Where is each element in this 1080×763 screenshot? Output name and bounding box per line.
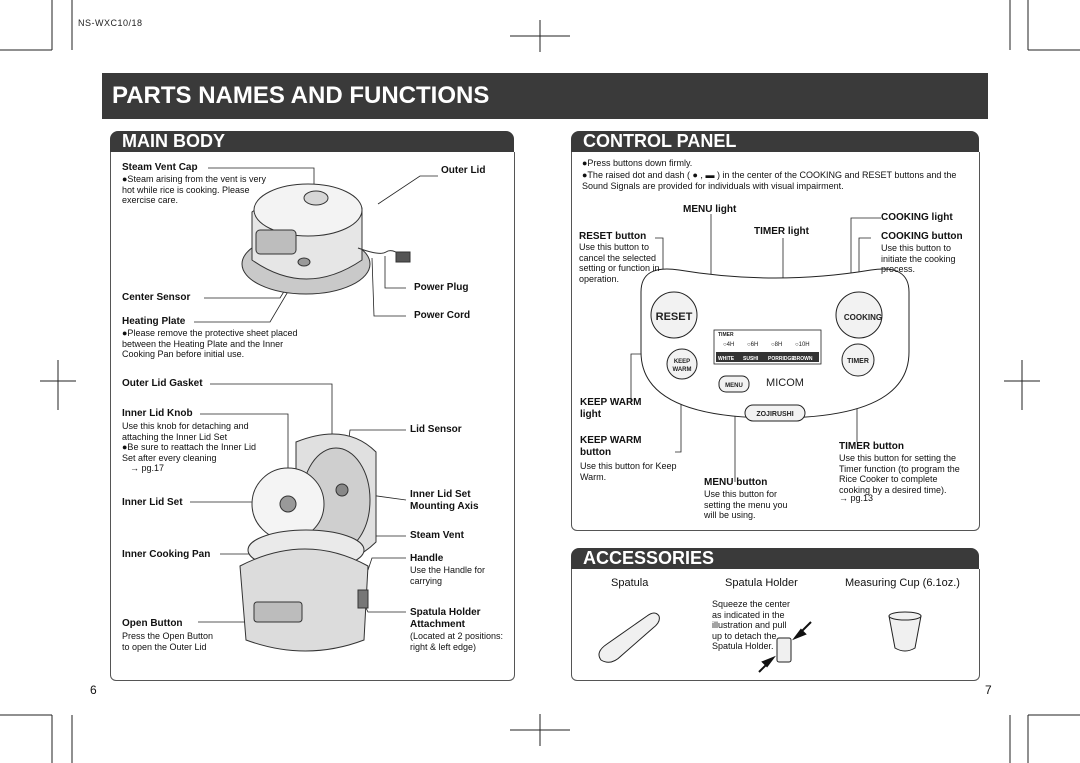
panel-menu-name: BROWN (793, 356, 813, 362)
label-inner-cooking-pan: Inner Cooking Pan (122, 549, 211, 560)
panel-menu-name: WHITE (718, 356, 735, 362)
note-steam-vent-cap: ●Steam arising from the vent is very hot… (122, 174, 266, 205)
panel-warm: WARM (673, 367, 692, 373)
label-outer-lid-gasket: Outer Lid Gasket (122, 378, 203, 389)
label-inner-lid-knob: Inner Lid Knob (122, 408, 193, 419)
label-lid-sensor: Lid Sensor (410, 424, 462, 435)
label-steam-vent: Steam Vent (410, 530, 464, 541)
label-cooking-light: COOKING light (881, 212, 953, 223)
note-cooking-button: Use this button to initiate the cooking … (881, 243, 956, 274)
note-inner-lid-knob: Use this knob for detaching and attachin… (122, 421, 249, 442)
panel-timer-hour: ○10H (795, 342, 810, 348)
panel-cooking: COOKING (844, 313, 882, 322)
model-code: NS-WXC10/18 (78, 18, 143, 28)
panel-keep: KEEP (674, 359, 690, 365)
note-menu-button: Use this button for setting the menu you… (704, 489, 788, 520)
label-keep-warm-button-2: button (580, 447, 612, 458)
label-reset-button: RESET button (579, 231, 647, 242)
accessories-illustration (598, 611, 922, 673)
main-body-panel (110, 152, 515, 681)
panel-timer-caption: TIMER (718, 332, 734, 338)
label-outer-lid: Outer Lid (441, 165, 486, 176)
label-spatula-holder-attachment-1: Spatula Holder (410, 607, 481, 618)
control-panel-illustration: RESET COOKING KEEP WARM TIMER MENU MICOM… (630, 214, 910, 482)
main-body-illustration (190, 167, 438, 652)
page-number-right: 7 (985, 683, 992, 697)
page-number-left: 6 (90, 683, 97, 697)
label-mounting-axis-1: Inner Lid Set (410, 489, 471, 500)
note-spatula-holder: Squeeze the center as indicated in the i… (712, 599, 791, 651)
label-menu-light: MENU light (683, 204, 737, 215)
label-power-cord: Power Cord (414, 310, 471, 321)
label-cooking-button: COOKING button (881, 231, 963, 242)
label-timer-button: TIMER button (839, 441, 904, 452)
label-keep-warm-light-2: light (580, 409, 602, 420)
cp-bullet-2: ●The raised dot and dash ( ● , ▬ ) in th… (582, 170, 957, 191)
note-spatula-holder-attachment: (Located at 2 positions: right & left ed… (410, 631, 504, 652)
page-title: PARTS NAMES AND FUNCTIONS (102, 73, 988, 119)
label-spatula-holder: Spatula Holder (725, 577, 798, 589)
control-panel-panel (571, 152, 980, 531)
panel-menu-name: PORRIDGE (768, 356, 795, 362)
panel-menu-button: MENU (725, 383, 743, 389)
cp-bullet-1: ●Press buttons down firmly. (582, 158, 693, 168)
label-inner-lid-set: Inner Lid Set (122, 497, 183, 508)
panel-timer-hour: ○4H (723, 342, 734, 348)
panel-timer-hour: ○8H (771, 342, 782, 348)
panel-brand: ZOJIRUSHI (756, 411, 793, 418)
label-keep-warm-light-1: KEEP WARM (580, 397, 642, 408)
ref-timer-button: → pg.13 (839, 493, 874, 503)
label-steam-vent-cap: Steam Vent Cap (122, 162, 198, 173)
panel-menu-name: SUSHI (743, 356, 759, 362)
label-menu-button: MENU button (704, 477, 768, 488)
accessories-heading: ACCESSORIES (571, 548, 979, 569)
label-keep-warm-button-1: KEEP WARM (580, 435, 642, 446)
note-handle: Use the Handle for carrying (410, 565, 486, 586)
label-mounting-axis-2: Mounting Axis (410, 501, 479, 512)
control-panel-heading: CONTROL PANEL (571, 131, 979, 152)
note-timer-button: Use this button for setting the Timer fu… (839, 453, 960, 495)
ref-inner-lid-knob: → pg.17 (130, 463, 165, 473)
label-open-button: Open Button (122, 618, 183, 629)
note-open-button: Press the Open Button to open the Outer … (122, 631, 214, 652)
panel-reset: RESET (656, 311, 693, 323)
label-power-plug: Power Plug (414, 282, 469, 293)
label-measuring-cup: Measuring Cup (6.1oz.) (845, 577, 960, 589)
label-timer-light: TIMER light (754, 226, 809, 237)
bullet-inner-lid-knob: ●Be sure to reattach the Inner Lid Set a… (122, 442, 257, 463)
label-spatula: Spatula (611, 577, 649, 589)
note-heating-plate: ●Please remove the protective sheet plac… (122, 328, 298, 359)
panel-timer-button: TIMER (847, 358, 869, 365)
accessories-panel (571, 569, 980, 681)
panel-micom: MICOM (766, 377, 804, 389)
note-keep-warm-button: Use this button for Keep Warm. (580, 461, 677, 482)
label-spatula-holder-attachment-2: Attachment (410, 619, 466, 630)
label-handle: Handle (410, 553, 444, 564)
panel-timer-hour: ○6H (747, 342, 758, 348)
label-center-sensor: Center Sensor (122, 292, 191, 303)
main-body-heading: MAIN BODY (110, 131, 514, 152)
note-reset-button: Use this button to cancel the selected s… (579, 242, 660, 284)
label-heating-plate: Heating Plate (122, 316, 186, 327)
